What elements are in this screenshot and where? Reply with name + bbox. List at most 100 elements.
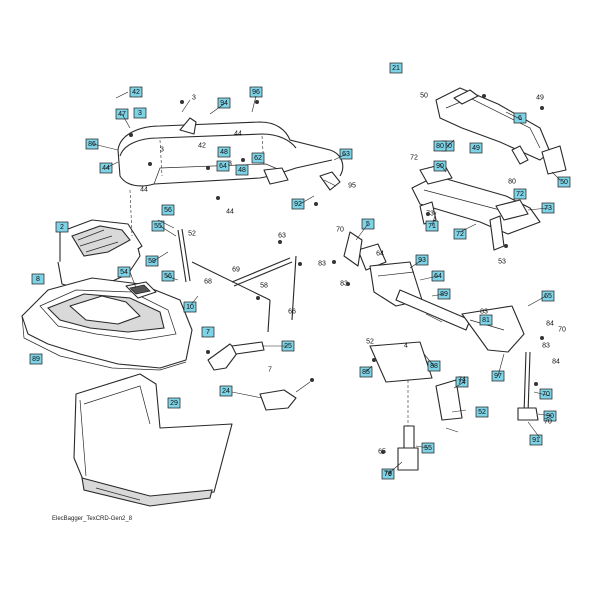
callout-boxed-81: 81 [479, 314, 493, 326]
bag-handle [125, 281, 157, 299]
callout-plain-50: 50 [420, 93, 428, 100]
callout-boxed-94: 94 [217, 97, 231, 109]
svg-text:89: 89 [440, 291, 448, 298]
callout-boxed-72: 72 [453, 228, 467, 240]
diagram-caption: ElecBagger_TexCRD-Gen2_8 [52, 516, 133, 522]
lower-frame-bar [411, 163, 541, 251]
svg-text:48: 48 [238, 167, 246, 174]
svg-text:93: 93 [418, 257, 426, 264]
callout-plain-64: 64 [376, 251, 384, 258]
callout-plain-68: 68 [204, 279, 212, 286]
svg-text:6: 6 [518, 115, 522, 122]
svg-text:80: 80 [436, 143, 444, 150]
leader-lines [92, 91, 561, 475]
callout-boxed-96: 96 [249, 86, 263, 98]
callout-boxed-8: 8 [31, 273, 45, 285]
svg-text:63: 63 [342, 151, 350, 158]
svg-text:73: 73 [544, 205, 552, 212]
callout-boxed-54: 54 [117, 266, 131, 278]
callout-plain-44: 44 [140, 187, 148, 194]
callout-boxed-74: 74 [455, 376, 469, 388]
svg-text:81: 81 [482, 317, 490, 324]
callout-boxed-7: 7 [201, 326, 215, 338]
svg-text:88: 88 [430, 363, 438, 370]
svg-text:21: 21 [392, 65, 400, 72]
callout-plain-63: 63 [278, 233, 286, 240]
callout-boxed-72: 72 [513, 188, 527, 200]
svg-text:85: 85 [362, 369, 370, 376]
callout-plain-3: 3 [160, 147, 164, 154]
svg-text:90: 90 [436, 163, 444, 170]
callout-plain-83: 83 [318, 261, 326, 268]
fasteners [129, 94, 544, 454]
callout-plain-66: 66 [288, 309, 296, 316]
rod-link [517, 351, 539, 421]
callout-boxed-92: 92 [291, 198, 305, 210]
svg-text:92: 92 [294, 201, 302, 208]
callout-boxed-52: 52 [475, 406, 489, 418]
callout-plain-70: 70 [558, 327, 566, 334]
callout-plain-80: 80 [508, 179, 516, 186]
svg-text:94: 94 [220, 100, 228, 107]
callout-plain-70: 70 [336, 227, 344, 234]
svg-text:48: 48 [220, 149, 228, 156]
support-rods [177, 228, 297, 333]
svg-text:49: 49 [472, 145, 480, 152]
svg-text:90: 90 [546, 413, 554, 420]
callout-boxed-49: 49 [469, 142, 483, 154]
callout-boxed-91: 91 [529, 434, 543, 446]
svg-text:24: 24 [222, 388, 230, 395]
callout-boxed-62: 62 [251, 152, 265, 164]
upper-frame-bar [435, 87, 567, 175]
svg-text:50: 50 [560, 179, 568, 186]
svg-text:74: 74 [458, 379, 466, 386]
callout-boxed-29: 29 [167, 397, 181, 409]
svg-text:89: 89 [32, 356, 40, 363]
svg-text:52: 52 [478, 409, 486, 416]
callout-boxed-3: 3 [133, 107, 147, 119]
svg-text:59: 59 [148, 258, 156, 265]
side-plate [369, 341, 463, 421]
svg-text:56: 56 [164, 207, 172, 214]
svg-text:8: 8 [36, 276, 40, 283]
callout-boxed-48: 48 [235, 164, 249, 176]
bag-top-cover [57, 219, 143, 291]
callout-plain-44: 44 [234, 131, 242, 138]
callout-plain-4: 4 [404, 343, 408, 350]
callout-plain-53: 53 [498, 259, 506, 266]
svg-text:65: 65 [544, 293, 552, 300]
svg-text:62: 62 [254, 155, 262, 162]
callout-boxed-80: 80 [433, 140, 447, 152]
callout-plain-73: 73 [426, 211, 434, 218]
svg-text:91: 91 [532, 437, 540, 444]
svg-text:79: 79 [384, 471, 392, 478]
callout-plain-84: 84 [552, 359, 560, 366]
svg-text:55: 55 [154, 223, 162, 230]
bag-frame-hoop [117, 117, 344, 237]
callout-plain-83: 83 [340, 281, 348, 288]
callout-boxed-2: 2 [55, 221, 69, 233]
svg-text:54: 54 [120, 269, 128, 276]
svg-text:42: 42 [132, 89, 140, 96]
callout-plain-84: 84 [546, 321, 554, 328]
callout-boxed-6: 6 [513, 112, 527, 124]
callout-plain-69: 69 [232, 267, 240, 274]
callout-boxed-56: 56 [161, 204, 175, 216]
callout-boxed-50: 50 [557, 176, 571, 188]
callout-plain-52: 52 [366, 339, 374, 346]
svg-text:72: 72 [456, 231, 464, 238]
svg-text:64: 64 [434, 273, 442, 280]
callout-boxed-10: 10 [183, 301, 197, 313]
callout-plain-52: 52 [188, 231, 196, 238]
bag-lid-frame [21, 277, 193, 371]
svg-text:2: 2 [60, 224, 64, 231]
callout-boxed-86: 86 [85, 138, 99, 150]
callout-plain-83: 83 [542, 343, 550, 350]
callout-plain-95: 95 [348, 183, 356, 190]
svg-text:7: 7 [206, 329, 210, 336]
callout-boxed-48: 48 [217, 146, 231, 158]
svg-text:29: 29 [170, 400, 178, 407]
callout-plain-44: 44 [226, 209, 234, 216]
callout-boxed-56: 56 [161, 270, 175, 282]
